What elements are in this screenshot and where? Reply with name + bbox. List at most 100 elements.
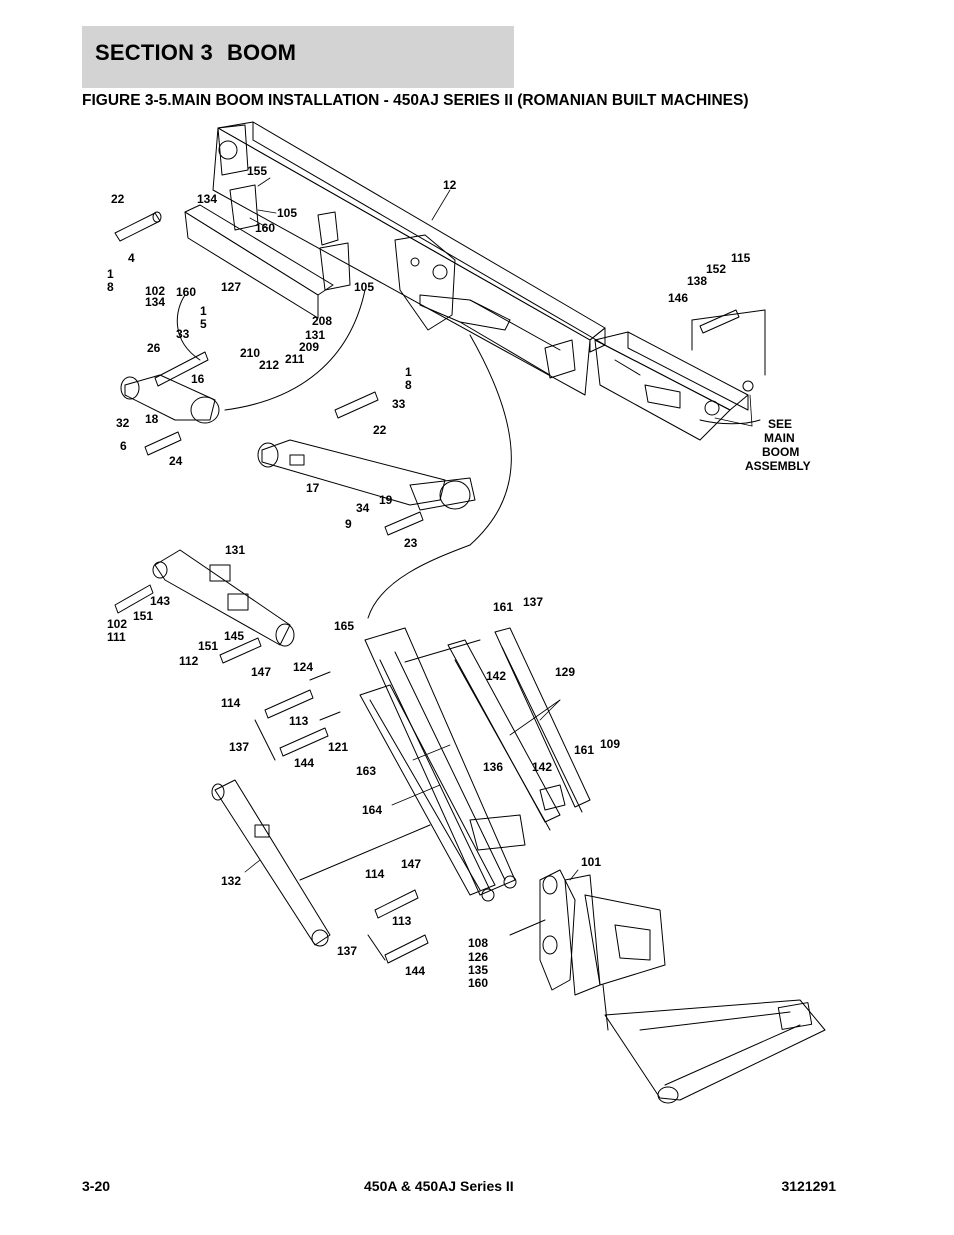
- turntable-base-101: [509, 869, 826, 1104]
- callout-label: 124: [293, 660, 313, 674]
- callout-label: 138: [687, 274, 707, 288]
- callout-label: 137: [229, 740, 249, 754]
- leveling-cylinder-132: [211, 779, 431, 947]
- callout-label: 1: [200, 304, 207, 318]
- callout-label: 160: [255, 221, 275, 235]
- diagram-drawing: [114, 121, 826, 1104]
- callout-label: 134: [197, 192, 217, 206]
- callout-label: 155: [247, 164, 267, 178]
- callout-label: 127: [221, 280, 241, 294]
- callout-label: 8: [405, 378, 412, 392]
- callout-label: BOOM: [762, 445, 799, 459]
- callout-label: 24: [169, 454, 183, 468]
- callout-label: 19: [379, 493, 393, 507]
- callout-label: 209: [299, 340, 319, 354]
- callout-label: 137: [337, 944, 357, 958]
- callout-label: 113: [289, 714, 309, 728]
- callout-label: 129: [555, 665, 575, 679]
- leader-curves: [176, 289, 766, 619]
- callout-label: 136: [483, 760, 503, 774]
- callout-label: 33: [176, 327, 190, 341]
- callout-label: 121: [328, 740, 348, 754]
- callout-label: 147: [251, 665, 271, 679]
- callout-label: 9: [345, 517, 352, 531]
- callout-label: 143: [150, 594, 170, 608]
- figure-title: FIGURE 3-5.MAIN BOOM INSTALLATION - 450A…: [82, 92, 749, 109]
- section-name: BOOM: [226, 40, 297, 65]
- callout-label: 6: [120, 439, 127, 453]
- callout-label: 113: [392, 914, 412, 928]
- callout-label: 132: [221, 874, 241, 888]
- callout-label: 144: [294, 756, 314, 770]
- callout-label: 16: [191, 372, 205, 386]
- callout-label: 160: [176, 285, 196, 299]
- callout-label: 101: [581, 855, 601, 869]
- callout-label: 135: [468, 963, 488, 977]
- callout-label: 33: [392, 397, 406, 411]
- callout-label: ASSEMBLY: [745, 459, 811, 473]
- callout-label: 165: [334, 619, 354, 633]
- callout-label: 160: [468, 976, 488, 990]
- callout-label: 114: [221, 696, 241, 710]
- callout-label: 8: [107, 280, 114, 294]
- callout-leaders: [244, 177, 753, 881]
- fly-section: [594, 331, 754, 441]
- callout-label: 115: [731, 251, 751, 265]
- callout-label: 126: [468, 950, 488, 964]
- callout-label: 108: [468, 936, 488, 950]
- callout-label: 26: [147, 341, 161, 355]
- callout-label: 146: [668, 291, 688, 305]
- callout-label: 12: [443, 178, 457, 192]
- section-header-band: [82, 26, 514, 88]
- callout-label: 105: [354, 280, 374, 294]
- callout-label: 4: [128, 251, 135, 265]
- upper-pins: [114, 211, 740, 536]
- callout-label: 134: [145, 295, 165, 309]
- callout-label: 34: [356, 501, 370, 515]
- callout-label: 142: [532, 760, 552, 774]
- callout-label: 164: [362, 803, 382, 817]
- callout-label: 112: [179, 654, 199, 668]
- callout-label: 208: [312, 314, 332, 328]
- callout-label: 142: [486, 669, 506, 683]
- support-channels: [447, 627, 591, 831]
- callout-label: 137: [523, 595, 543, 609]
- callout-label: 22: [373, 423, 387, 437]
- callout-label: 22: [111, 192, 125, 206]
- callout-label: 163: [356, 764, 376, 778]
- callout-label: 111: [107, 630, 126, 644]
- callout-label: 145: [224, 629, 244, 643]
- callout-label: 161: [574, 743, 594, 757]
- page-number: 3-20: [82, 1178, 111, 1194]
- callout-label: 131: [225, 543, 245, 557]
- callout-label: 210: [240, 346, 260, 360]
- callout-label: 17: [306, 481, 320, 495]
- callout-label: 105: [277, 206, 297, 220]
- callout-label: 32: [116, 416, 130, 430]
- callout-label: 102: [145, 284, 165, 298]
- callout-labels: 12 155 134 105 160 22 4 1 8 102 134 160 …: [107, 164, 811, 990]
- callout-label: 5: [200, 317, 207, 331]
- fly-boom-tubes: [359, 627, 526, 902]
- lift-cylinder-131: [114, 549, 295, 664]
- callout-label: 161: [493, 600, 513, 614]
- document-number: 3121291: [781, 1178, 836, 1194]
- callout-label: 151: [133, 609, 153, 623]
- callout-label: 151: [198, 639, 218, 653]
- model-name: 450A & 450AJ Series II: [364, 1178, 514, 1194]
- link-assembly: [184, 184, 351, 319]
- callout-label: 18: [145, 412, 159, 426]
- callout-label: 131: [305, 328, 325, 342]
- callout-label: 211: [285, 352, 305, 366]
- lower-pins: [367, 889, 429, 964]
- callout-label: 212: [259, 358, 279, 372]
- callout-label: 1: [405, 365, 412, 379]
- lower-arm-16: [120, 374, 220, 424]
- callout-label: 144: [405, 964, 425, 978]
- main-arm-17: [257, 439, 476, 511]
- boom-beam: [212, 121, 606, 396]
- callout-label: 147: [401, 857, 421, 871]
- callout-label: SEE: [768, 417, 792, 431]
- middle-pins: [254, 671, 341, 761]
